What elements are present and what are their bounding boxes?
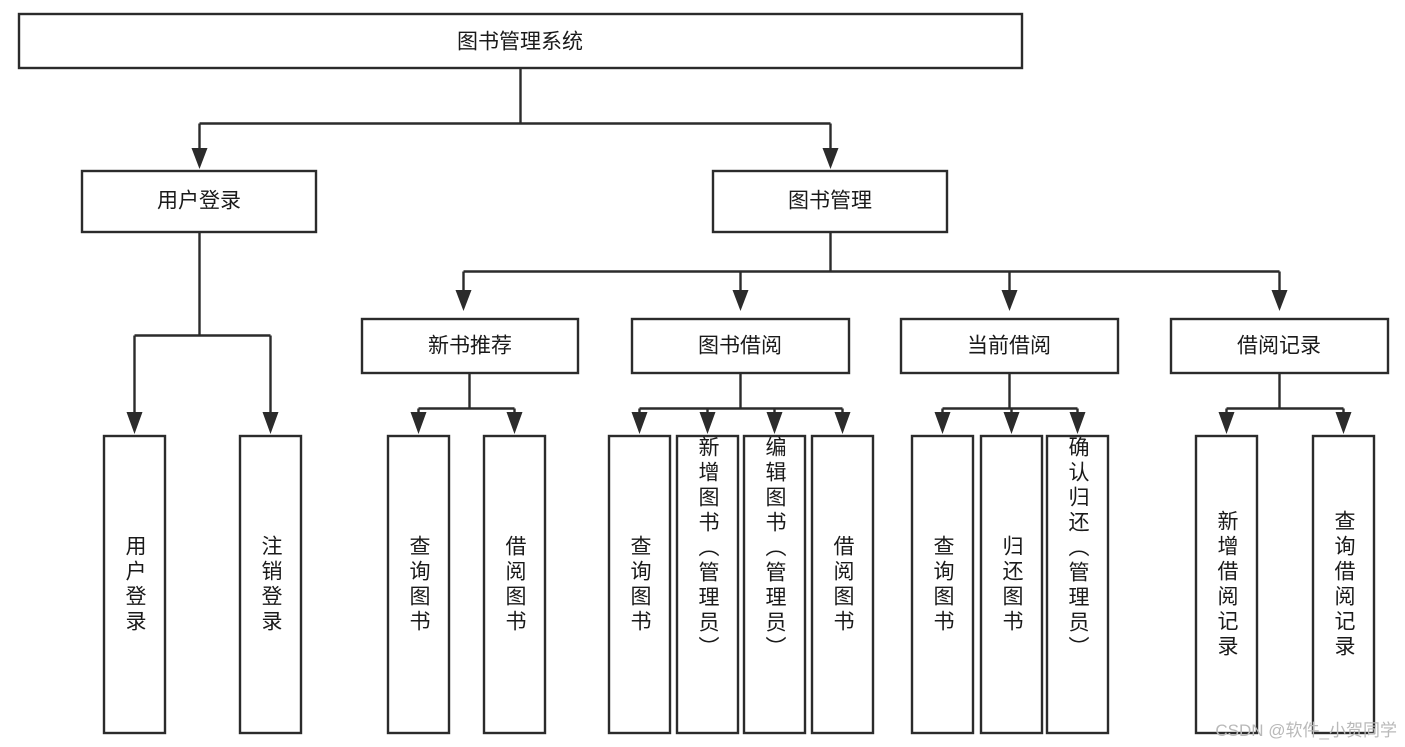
node-book-management-box[interactable] — [711, 169, 949, 234]
node-leaf-edit-book-box[interactable] — [742, 434, 807, 735]
node-new-book-recommend-label: 新书推荐 — [428, 335, 512, 358]
node-leaf-borrow-book-1-box[interactable] — [482, 434, 547, 735]
node-current-borrow-box[interactable] — [899, 317, 1120, 375]
node-leaf-query-book-1-box[interactable] — [386, 434, 451, 735]
arrow-head-book-borrow — [732, 290, 749, 311]
arrow-head-leaf-query-book-3 — [934, 412, 951, 434]
arrow-head-user-login — [191, 148, 208, 169]
node-leaf-add-record-box[interactable] — [1194, 434, 1259, 735]
arrow-head-leaf-query-book-1 — [410, 412, 427, 434]
arrow-head-leaf-confirm-return — [1069, 412, 1086, 434]
node-book-borrow-label: 图书借阅 — [698, 335, 782, 358]
arrow-head-borrow-record — [1271, 290, 1288, 311]
arrow-head-leaf-logout — [262, 412, 279, 434]
node-book-borrow-box[interactable] — [630, 317, 851, 375]
arrow-head-new-book-recommend — [455, 290, 472, 311]
arrow-head-leaf-query-book-2 — [631, 412, 648, 434]
node-user-login-label: 用户登录 — [157, 190, 241, 213]
node-leaf-query-book-3-box[interactable] — [910, 434, 975, 735]
node-leaf-query-record-box[interactable] — [1311, 434, 1376, 735]
node-book-management-label: 图书管理 — [788, 190, 872, 213]
node-leaf-borrow-book-2-box[interactable] — [810, 434, 875, 735]
node-leaf-logout-box[interactable] — [238, 434, 303, 735]
node-root-box[interactable] — [17, 12, 1024, 70]
node-root-label: 图书管理系统 — [457, 31, 583, 54]
node-leaf-confirm-return-box[interactable] — [1045, 434, 1110, 735]
arrow-head-leaf-add-book — [699, 412, 716, 434]
arrow-head-leaf-borrow-book-1 — [506, 412, 523, 434]
arrow-head-leaf-edit-book — [766, 412, 783, 434]
arrow-head-leaf-user-login — [126, 412, 143, 434]
arrow-head-leaf-borrow-book-2 — [834, 412, 851, 434]
node-borrow-record-box[interactable] — [1169, 317, 1390, 375]
node-leaf-add-book-box[interactable] — [675, 434, 740, 735]
nodes-group: 图书管理系统 用户登录 图书管理 新书推荐 图书借阅 当前借阅 借阅记录 — [17, 12, 1390, 735]
edges-group — [126, 68, 1352, 434]
node-leaf-return-book-box[interactable] — [979, 434, 1044, 735]
node-leaf-user-login-box[interactable] — [102, 434, 167, 735]
node-current-borrow-label: 当前借阅 — [967, 335, 1051, 358]
arrow-head-leaf-return-book — [1003, 412, 1020, 434]
arrow-head-current-borrow — [1001, 290, 1018, 311]
node-leaf-query-book-2-box[interactable] — [607, 434, 672, 735]
node-new-book-recommend-box[interactable] — [360, 317, 580, 375]
node-user-login-box[interactable] — [80, 169, 318, 234]
arrow-head-leaf-add-record — [1218, 412, 1235, 434]
arrow-head-book-management — [822, 148, 839, 169]
arrow-head-leaf-query-record — [1335, 412, 1352, 434]
node-borrow-record-label: 借阅记录 — [1237, 335, 1321, 358]
